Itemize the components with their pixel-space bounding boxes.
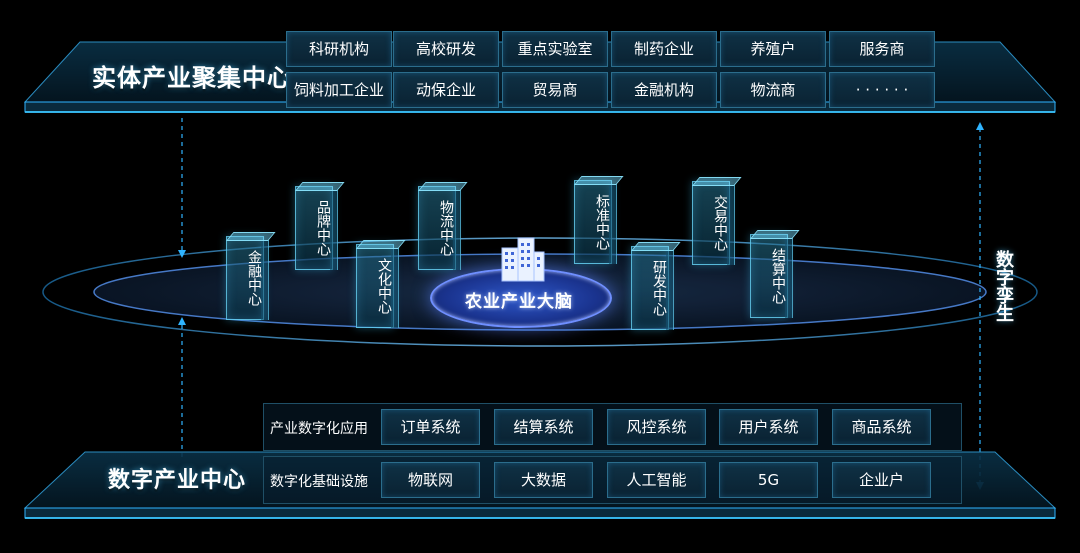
center-building: 结算中心	[750, 230, 800, 318]
infra-row-label: 数字化基础设施	[270, 474, 368, 490]
apps-row-label: 产业数字化应用	[270, 421, 368, 437]
bottom-tag: 结算系统	[494, 409, 593, 445]
building-label: 物流中心	[438, 200, 454, 256]
building-side	[391, 248, 399, 328]
building-roof	[631, 242, 681, 251]
building-side	[785, 238, 793, 318]
building-roof	[226, 232, 276, 241]
digital-twin-label: 数字孪生	[993, 250, 1014, 322]
building-label: 研发中心	[651, 260, 667, 316]
building-label: 品牌中心	[315, 200, 331, 256]
bottom-tag: 风控系统	[607, 409, 706, 445]
center-building: 交易中心	[692, 177, 742, 265]
top-tag: 养殖户	[720, 31, 826, 67]
center-building: 物流中心	[418, 182, 468, 270]
center-building: 品牌中心	[295, 182, 345, 270]
building-label: 标准中心	[594, 194, 610, 250]
building-side	[261, 240, 269, 320]
building-side	[609, 184, 617, 264]
agri-brain-label: 农业产业大脑	[465, 292, 573, 312]
top-tag: 动保企业	[393, 72, 499, 108]
building-side	[727, 185, 735, 265]
top-tag: 服务商	[829, 31, 935, 67]
building-front	[295, 186, 333, 270]
top-tag: 物流商	[720, 72, 826, 108]
building-label: 结算中心	[770, 248, 786, 304]
bottom-tag: 企业户	[832, 462, 931, 498]
bottom-tag: 商品系统	[832, 409, 931, 445]
building-front	[226, 236, 264, 320]
building-label: 文化中心	[376, 258, 392, 314]
outer-orbit	[42, 237, 1038, 347]
building-front	[418, 186, 456, 270]
bottom-tag: 人工智能	[607, 462, 706, 498]
center-building: 文化中心	[356, 240, 406, 328]
top-tag: 高校研发	[393, 31, 499, 67]
building-side	[330, 190, 338, 270]
center-building: 标准中心	[574, 176, 624, 264]
building-roof	[574, 176, 624, 185]
top-tag: · · · · · ·	[829, 72, 935, 108]
building-roof	[692, 177, 742, 186]
bottom-tag: 用户系统	[719, 409, 818, 445]
top-tag: 饲料加工企业	[286, 72, 392, 108]
top-tag: 贸易商	[502, 72, 608, 108]
building-front	[631, 246, 669, 330]
top-tag: 重点实验室	[502, 31, 608, 67]
top-tag: 制药企业	[611, 31, 717, 67]
bottom-center-title: 数字产业中心	[108, 468, 247, 493]
center-building: 研发中心	[631, 242, 681, 330]
center-building: 金融中心	[226, 232, 276, 320]
building-label: 金融中心	[246, 250, 262, 306]
building-side	[666, 250, 674, 330]
building-roof	[750, 230, 800, 239]
bottom-tag: 大数据	[494, 462, 593, 498]
building-roof	[418, 182, 468, 191]
bottom-tag: 订单系统	[381, 409, 480, 445]
building-roof	[356, 240, 406, 249]
top-tag: 金融机构	[611, 72, 717, 108]
top-center-title: 实体产业聚集中心	[92, 64, 292, 92]
building-roof	[295, 182, 345, 191]
building-front	[356, 244, 394, 328]
building-label: 交易中心	[712, 195, 728, 251]
bottom-tag: 5G	[719, 462, 818, 498]
bottom-tag: 物联网	[381, 462, 480, 498]
building-front	[574, 180, 612, 264]
building-side	[453, 190, 461, 270]
top-tag: 科研机构	[286, 31, 392, 67]
building-front	[750, 234, 788, 318]
office-building-icon	[501, 237, 545, 282]
